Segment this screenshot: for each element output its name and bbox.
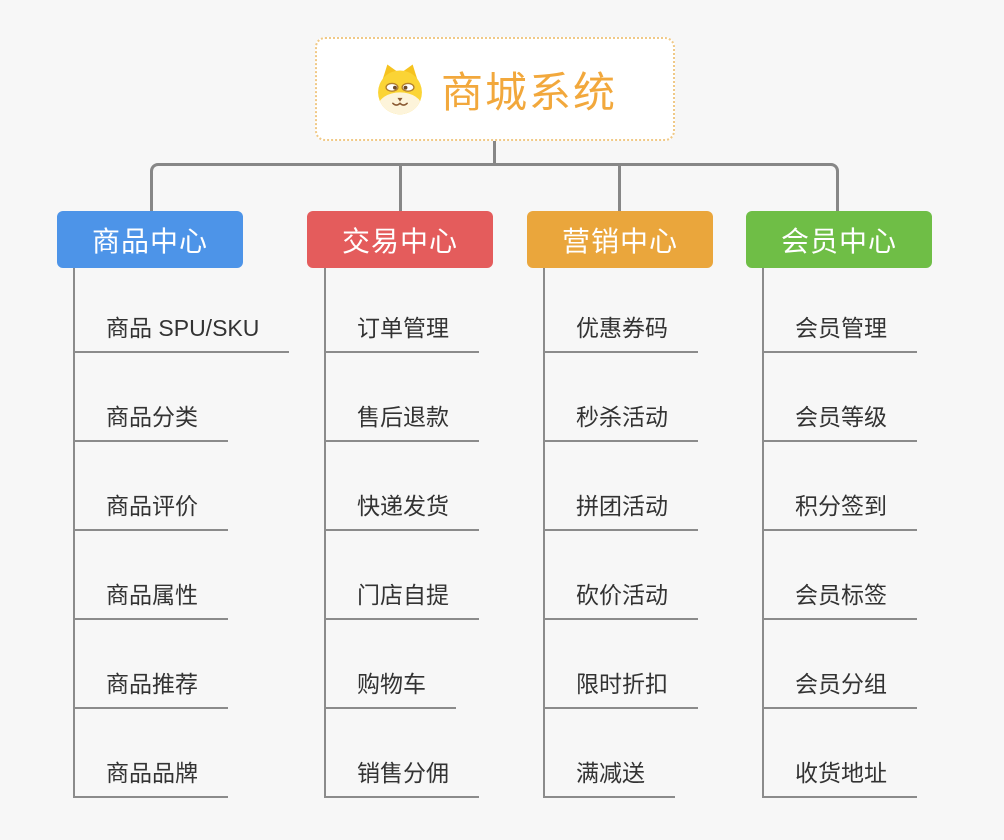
branch-node-product-center[interactable]: 商品中心 bbox=[57, 211, 243, 268]
leaf-node[interactable]: 售后退款 bbox=[324, 353, 479, 442]
leaf-node[interactable]: 砍价活动 bbox=[543, 531, 698, 620]
leaf-node[interactable]: 优惠券码 bbox=[543, 268, 698, 353]
leaf-node[interactable]: 商品品牌 bbox=[73, 709, 289, 798]
leaf-label: 限时折扣 bbox=[543, 665, 698, 709]
leaf-label: 会员分组 bbox=[762, 665, 917, 709]
leaf-node[interactable]: 商品 SPU/SKU bbox=[73, 268, 290, 353]
leaf-node[interactable]: 会员管理 bbox=[762, 268, 917, 353]
root-title: 商城系统 bbox=[440, 68, 617, 116]
leaf-label: 满减送 bbox=[543, 754, 675, 798]
leaf-node[interactable]: 商品评价 bbox=[73, 442, 289, 531]
leaf-node[interactable]: 限时折扣 bbox=[543, 620, 698, 709]
children-column-marketing-center: 优惠券码 秒杀活动 拼团活动 砍价活动 限时折扣 满减送 bbox=[543, 268, 698, 798]
leaf-label: 砍价活动 bbox=[543, 576, 698, 620]
leaf-node[interactable]: 购物车 bbox=[324, 620, 479, 709]
leaf-label: 商品属性 bbox=[73, 576, 228, 620]
branch-node-member-center[interactable]: 会员中心 bbox=[746, 211, 932, 268]
leaf-label: 购物车 bbox=[324, 665, 456, 709]
connector-right-corner bbox=[619, 163, 839, 211]
leaf-label: 收货地址 bbox=[762, 754, 917, 798]
leaf-node[interactable]: 门店自提 bbox=[324, 531, 479, 620]
leaf-label: 秒杀活动 bbox=[543, 398, 698, 442]
doge-icon bbox=[378, 64, 422, 115]
leaf-label: 商品 SPU/SKU bbox=[73, 309, 290, 353]
leaf-label: 销售分佣 bbox=[324, 754, 479, 798]
children-column-trade-center: 订单管理 售后退款 快递发货 门店自提 购物车 销售分佣 bbox=[324, 268, 479, 798]
root-node[interactable]: 商城系统 bbox=[315, 37, 675, 141]
leaf-label: 商品评价 bbox=[73, 487, 228, 531]
leaf-node[interactable]: 销售分佣 bbox=[324, 709, 479, 798]
branch-node-trade-center[interactable]: 交易中心 bbox=[307, 211, 493, 268]
leaf-label: 会员等级 bbox=[762, 398, 917, 442]
leaf-label: 商品分类 bbox=[73, 398, 228, 442]
children-column-product-center: 商品 SPU/SKU 商品分类 商品评价 商品属性 商品推荐 商品品牌 bbox=[73, 268, 290, 798]
leaf-node[interactable]: 订单管理 bbox=[324, 268, 479, 353]
leaf-label: 售后退款 bbox=[324, 398, 479, 442]
leaf-node[interactable]: 会员标签 bbox=[762, 531, 917, 620]
leaf-node[interactable]: 会员分组 bbox=[762, 620, 917, 709]
leaf-label: 商品推荐 bbox=[73, 665, 228, 709]
leaf-label: 门店自提 bbox=[324, 576, 479, 620]
connector-root-stub bbox=[493, 141, 496, 166]
connector-horizontal-bar bbox=[399, 163, 622, 166]
connector-drop-marketing bbox=[618, 163, 621, 211]
leaf-label: 订单管理 bbox=[324, 309, 479, 353]
leaf-node[interactable]: 商品分类 bbox=[73, 353, 289, 442]
leaf-label: 拼团活动 bbox=[543, 487, 698, 531]
connector-drop-trade bbox=[399, 163, 402, 211]
leaf-node[interactable]: 快递发货 bbox=[324, 442, 479, 531]
leaf-label: 优惠券码 bbox=[543, 309, 698, 353]
children-column-member-center: 会员管理 会员等级 积分签到 会员标签 会员分组 收货地址 bbox=[762, 268, 917, 798]
leaf-label: 快递发货 bbox=[324, 487, 479, 531]
leaf-node[interactable]: 秒杀活动 bbox=[543, 353, 698, 442]
leaf-label: 积分签到 bbox=[762, 487, 917, 531]
leaf-node[interactable]: 收货地址 bbox=[762, 709, 917, 798]
leaf-node[interactable]: 积分签到 bbox=[762, 442, 917, 531]
leaf-label: 商品品牌 bbox=[73, 754, 228, 798]
branch-node-marketing-center[interactable]: 营销中心 bbox=[527, 211, 713, 268]
leaf-node[interactable]: 商品推荐 bbox=[73, 620, 289, 709]
leaf-label: 会员标签 bbox=[762, 576, 917, 620]
leaf-node[interactable]: 商品属性 bbox=[73, 531, 289, 620]
leaf-node[interactable]: 拼团活动 bbox=[543, 442, 698, 531]
leaf-node[interactable]: 满减送 bbox=[543, 709, 698, 798]
leaf-label: 会员管理 bbox=[762, 309, 917, 353]
leaf-node[interactable]: 会员等级 bbox=[762, 353, 917, 442]
connector-left-corner bbox=[150, 163, 401, 211]
